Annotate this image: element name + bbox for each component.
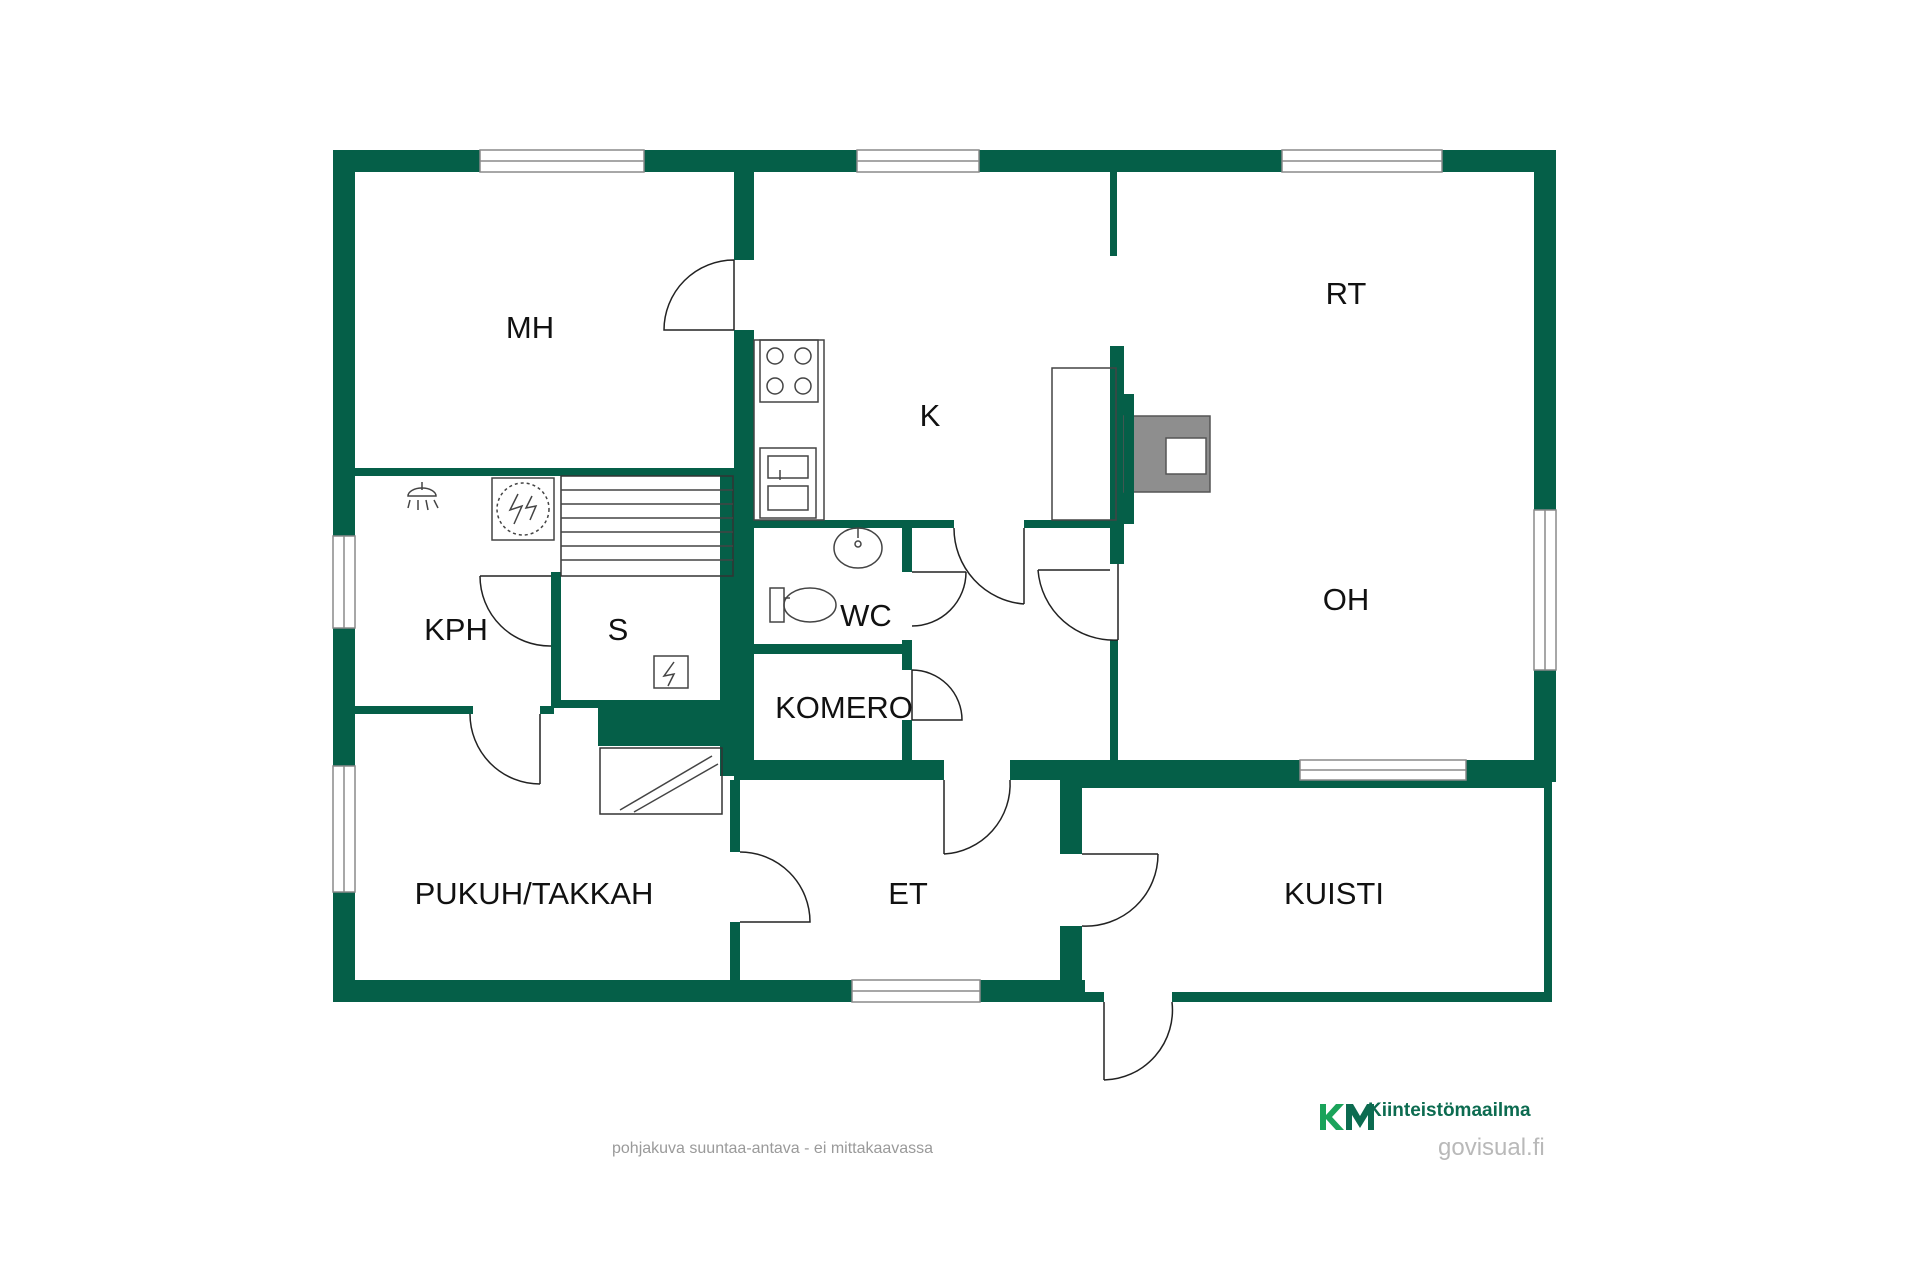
wall-right-upper: [1534, 150, 1556, 782]
room-label-s: S: [608, 612, 629, 647]
window-mh-top: [479, 149, 645, 173]
sauna-bench-icon: [560, 475, 734, 577]
fireplace-icon: [1123, 394, 1211, 524]
fixtures: [407, 339, 1211, 815]
door-pukuh: [469, 713, 541, 785]
wall-wc-bottom: [754, 644, 912, 654]
window-kph-left: [332, 535, 356, 629]
brand-name: Kiinteistömaailma: [1368, 1100, 1531, 1121]
brand-logo: Kiinteistömaailma: [1302, 1094, 1531, 1128]
stair-hatch-icon: [599, 747, 723, 815]
wall-kuisti-top-thin: [1082, 780, 1552, 788]
room-label-kph: KPH: [424, 612, 488, 647]
sauna-stove-icon: [653, 655, 689, 689]
window-rt-top: [1281, 149, 1443, 173]
wall-wc-top: [754, 520, 954, 528]
bathroom-sink-icon: [833, 527, 883, 569]
room-label-oh: OH: [1323, 582, 1370, 617]
door-mh: [663, 259, 735, 331]
floor-drain-icon: [491, 477, 555, 541]
wall-k-rt-lower: [1110, 346, 1124, 554]
wall-mh-k-upper: [734, 172, 754, 260]
room-label-pukuh-takkah: PUKUH/TAKKAH: [415, 876, 654, 911]
door-k-hall: [953, 527, 1025, 605]
wall-wc-k-divider: [1024, 520, 1124, 528]
window-pukuh-left: [332, 765, 356, 893]
doors: [469, 259, 1174, 1081]
door-oh: [1037, 564, 1119, 641]
km-logo-icon: [1320, 1104, 1374, 1130]
window-k-top: [856, 149, 980, 173]
wall-fireplace-top: [598, 700, 744, 746]
wall-komero-right: [902, 640, 912, 670]
wall-oh-left-lower: [1110, 640, 1118, 770]
wall-oh-left: [1110, 520, 1124, 564]
wall-pukuh-top-right: [540, 706, 554, 714]
wall-komero-right-lower: [902, 720, 912, 770]
wall-hall-vertical: [720, 476, 754, 776]
windows: [332, 149, 1557, 1003]
wall-et-kuisti-upper: [1060, 780, 1082, 854]
room-label-kuisti: KUISTI: [1284, 876, 1384, 911]
wall-mh-bottom: [355, 468, 745, 476]
kitchen-counter: [753, 339, 825, 521]
room-label-wc: WC: [840, 598, 892, 633]
window-et-bottom: [851, 979, 981, 1003]
door-entrance: [1103, 1001, 1174, 1081]
wall-et-kuisti-lower: [1060, 926, 1082, 1002]
door-komero: [911, 669, 963, 721]
room-label-k: K: [920, 398, 941, 433]
shower-icon: [407, 482, 439, 511]
stove-icon: [759, 339, 819, 403]
room-label-mh: MH: [506, 310, 554, 345]
wall-kuisti-bottom-right: [1172, 992, 1552, 1002]
wall-kuisti-bottom-left: [1082, 992, 1104, 1002]
wall-sauna: [551, 572, 561, 708]
disclaimer-note: pohjakuva suuntaa-antava - ei mittakaava…: [612, 1140, 934, 1157]
wall-et-top: [734, 760, 944, 780]
room-label-et: ET: [888, 876, 928, 911]
door-kph: [479, 575, 552, 647]
room-label-rt: RT: [1326, 276, 1367, 311]
window-oh-bottom: [1299, 759, 1467, 781]
wall-pukuh-et-lower: [730, 922, 740, 988]
room-label-komero: KOMERO: [775, 690, 913, 725]
wall-wc-right: [902, 520, 912, 572]
wall-pukuh-top: [355, 706, 473, 714]
kitchen-sink-icon: [759, 447, 817, 519]
toilet-icon: [769, 587, 837, 623]
room-labels: MH K RT OH KPH S WC KOMERO PUKUH/TAKKAH …: [415, 276, 1384, 911]
wall-pukuh-et-upper: [730, 780, 740, 852]
door-pukuh-et: [739, 851, 811, 923]
credit-text: govisual.fi: [1438, 1134, 1545, 1161]
wall-kuisti-right: [1544, 780, 1552, 1002]
wall-et-top-right: [1010, 760, 1556, 780]
door-kuisti: [1081, 853, 1159, 927]
fridge-icon: [1051, 367, 1117, 521]
window-oh-right: [1533, 509, 1557, 671]
door-wc: [911, 571, 967, 627]
door-et-hall: [943, 779, 1011, 855]
wall-k-rt-upper: [1110, 172, 1117, 256]
